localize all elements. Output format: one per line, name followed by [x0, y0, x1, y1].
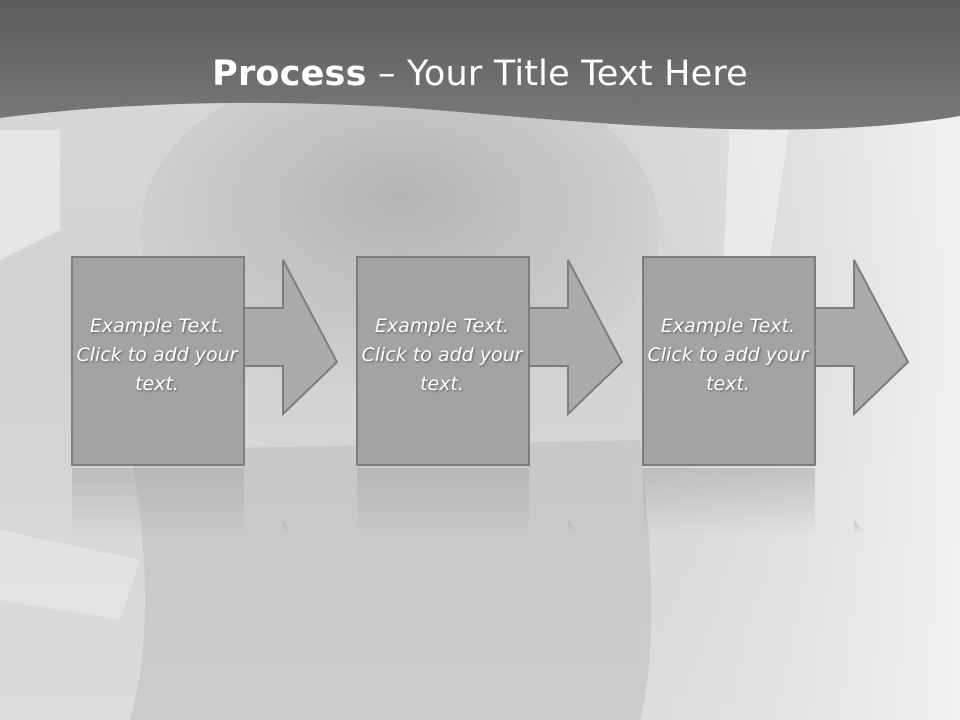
title-strong: Process: [212, 54, 367, 94]
step-1-text[interactable]: Example Text. Click to add your text.: [76, 315, 238, 395]
step-2-reflection: [357, 468, 576, 538]
step-1-arrow-shape: [71, 256, 339, 466]
process-step-2[interactable]: Example Text. Click to add your text.: [356, 256, 628, 468]
step-3-reflection: [643, 468, 862, 538]
step-2-arrow-shape: [356, 256, 624, 466]
process-step-3[interactable]: Example Text. Click to add your text.: [642, 256, 914, 468]
title-band: [0, 0, 960, 130]
step-1-reflection: [72, 468, 291, 538]
process-step-1[interactable]: Example Text. Click to add your text.: [71, 256, 343, 468]
title-rest: – Your Title Text Here: [366, 54, 748, 94]
step-3-arrow-shape: [642, 256, 910, 466]
slide-title[interactable]: Process – Your Title Text Here: [0, 52, 960, 96]
step-3-text[interactable]: Example Text. Click to add your text.: [647, 315, 809, 395]
step-2-text[interactable]: Example Text. Click to add your text.: [361, 315, 523, 395]
